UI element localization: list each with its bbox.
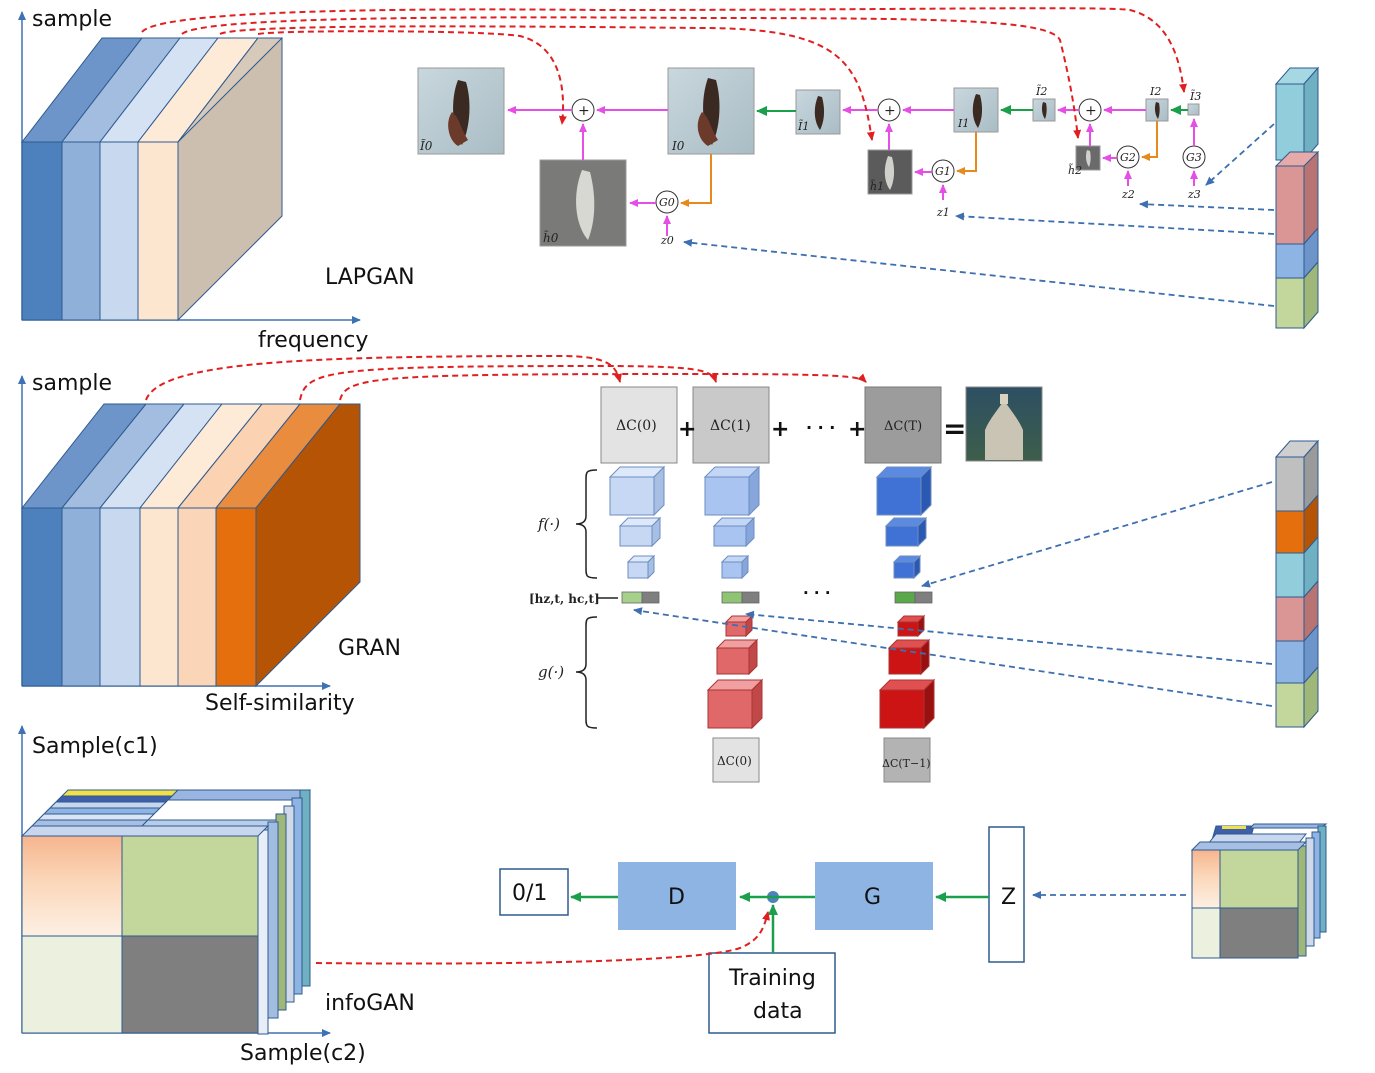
infogan-x-axis-label: Sample(c2)	[240, 1041, 366, 1066]
image-I1-label: I1	[957, 117, 969, 130]
generator-3-label: G3	[1186, 151, 1202, 164]
generator-label: G	[864, 885, 881, 910]
canvas-0-label: ΔC(0)	[616, 418, 657, 434]
noise-z1-label: z1	[936, 206, 950, 219]
infogan-title: infoGAN	[325, 991, 415, 1016]
image-h1-tilde-label: h̃1	[870, 180, 884, 193]
canvas-box-1	[692, 386, 770, 464]
bottom-canvas-0	[712, 737, 760, 783]
generator-0-label: G0	[659, 196, 675, 209]
canvas-box-0	[600, 386, 678, 464]
gran-title: GRAN	[338, 636, 401, 661]
noise-label: Z	[1001, 885, 1016, 910]
generator-2-label: G2	[1120, 151, 1136, 164]
generator-box	[815, 862, 933, 930]
op-plus-3: +	[848, 417, 866, 442]
image-I3-tilde-label: Ĩ3	[1189, 89, 1201, 103]
gran-x-axis-label: Self-similarity	[205, 691, 355, 716]
noise-box	[988, 826, 1025, 963]
noise-z2-label: z2	[1121, 188, 1135, 201]
gran-latent-bar	[1274, 439, 1320, 729]
lapgan-pipeline	[417, 67, 1206, 247]
infogan-y-axis-label: Sample(c1)	[32, 734, 158, 759]
bottom-canvas-T-1	[883, 737, 931, 783]
noise-z0-label: z0	[660, 234, 674, 247]
plus-2-sign: +	[1085, 103, 1097, 119]
canvas-T-label: ΔC(T)	[884, 419, 922, 434]
image-h2-tilde	[1075, 145, 1101, 171]
training-data-label-1: Training	[728, 966, 816, 991]
infogan-pipeline	[499, 826, 1025, 1034]
g-label: g(·)	[538, 663, 564, 681]
image-I2	[1145, 98, 1169, 122]
discriminator-label: D	[668, 885, 685, 910]
image-I2-tilde-label: Ĩ2	[1035, 84, 1047, 98]
generated-castle-image	[965, 386, 1043, 462]
image-I3-tilde	[1187, 103, 1200, 116]
image-I2-label: I2	[1149, 85, 1161, 98]
lapgan-latent-bar	[1274, 66, 1320, 330]
op-plus-2: +	[771, 417, 789, 442]
image-I1-tilde	[795, 89, 841, 135]
image-h2-tilde-label: h̃2	[1068, 164, 1082, 177]
f-encoder-cubes	[608, 465, 933, 580]
op-dots: · · ·	[806, 418, 835, 437]
noise-z3-label: z3	[1187, 188, 1201, 201]
image-I0	[667, 67, 755, 155]
g-decoder-cubes	[706, 614, 936, 730]
lapgan-title: LAPGAN	[325, 265, 415, 290]
infogan-volume	[18, 725, 331, 1037]
lapgan-y-axis-label: sample	[32, 7, 112, 32]
op-equals: =	[943, 412, 966, 445]
image-I0-tilde	[417, 67, 505, 155]
training-data-box	[708, 952, 836, 1034]
hidden-state-bars	[621, 591, 933, 604]
image-I2-tilde	[1032, 98, 1056, 122]
gran-y-axis-label: sample	[32, 371, 112, 396]
gran-dots-mid: · · ·	[803, 584, 831, 602]
training-data-label-2: data	[753, 999, 803, 1024]
gran-canvas-boxes	[600, 386, 1043, 464]
gran-volume	[18, 375, 361, 690]
bottom-canvas-T-1-label: ΔC(T−1)	[882, 757, 931, 770]
infogan-latent-cube	[1190, 823, 1328, 959]
image-I1-tilde-label: Ĩ1	[797, 119, 809, 133]
generator-1-label: G1	[935, 165, 951, 178]
f-label: f(·)	[537, 515, 560, 533]
discriminator-box	[618, 862, 736, 930]
image-I1	[953, 87, 999, 133]
output-box	[499, 868, 569, 916]
canvas-1-label: ΔC(1)	[710, 418, 751, 434]
image-I0-label: I0	[671, 139, 685, 153]
plus-0-sign: +	[578, 103, 590, 119]
op-plus-1: +	[678, 417, 696, 442]
output-label: 0/1	[512, 881, 547, 906]
image-h0-tilde-label: h̃0	[543, 229, 559, 245]
plus-1-sign: +	[884, 103, 896, 119]
lapgan-x-axis-label: frequency	[258, 328, 368, 353]
image-I0-tilde-label: Ĩ0	[419, 138, 433, 153]
canvas-box-T	[864, 386, 942, 464]
lapgan-volume	[18, 11, 361, 324]
bottom-canvas-0-label: ΔC(0)	[717, 754, 752, 768]
h-label: [hz,t, hc,t]	[529, 592, 600, 606]
image-h0-tilde	[539, 159, 627, 247]
